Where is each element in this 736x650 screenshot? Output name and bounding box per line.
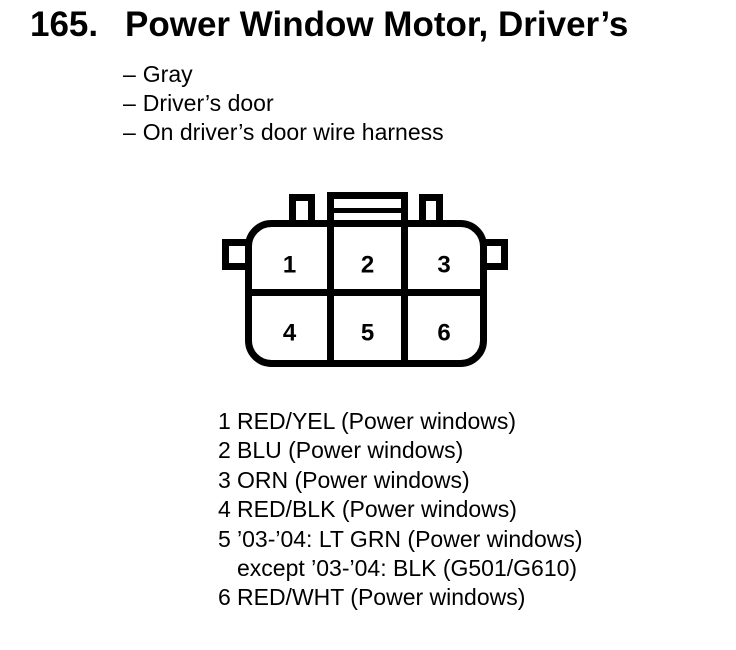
pin-5-label: 5 [361,320,374,347]
connector-top-tab-right [419,194,443,223]
legend-row-6: 6 RED/WHT (Power windows) [218,583,583,612]
pin-1-label: 1 [283,252,296,279]
dash-bullet: – [123,119,136,145]
pin-3-label: 3 [437,252,450,279]
legend-wire-description: RED/WHT (Power windows) [237,584,526,611]
legend-pin-number: 4 [218,496,231,523]
bullet-color: –Gray [123,60,444,89]
legend-wire-description: BLU (Power windows) [237,437,464,464]
legend-pin-number: 1 [218,408,231,434]
connector-diagram: 1 2 3 4 5 6 [222,192,508,367]
legend-pin-number: 3 [218,466,231,493]
pin-4-label: 4 [283,320,297,347]
connector-top-tab-left [289,194,315,223]
figure-title: Power Window Motor, Driver’s [125,5,629,44]
dash-bullet: – [123,61,136,87]
detail-bullets: –Gray –Driver’s door –On driver’s door w… [123,60,444,147]
legend-wire-description: ORN (Power windows) [237,466,470,493]
dash-bullet: – [123,90,136,116]
legend-wire-description: ’03-’04: LT GRN (Power windows) except ’… [237,525,583,582]
figure-number: 165. [30,5,99,44]
legend-pin-number: 5 [218,525,231,552]
legend-wire-description: RED/YEL (Power windows) [237,408,517,434]
legend-row-2: 2 BLU (Power windows) [218,436,583,465]
legend-pin-number: 6 [218,584,231,611]
bullet-text: On driver’s door wire harness [142,119,444,145]
pin-2-label: 2 [361,252,374,279]
pin-6-label: 6 [437,320,450,347]
pin-legend: 1 RED/YEL (Power windows) 2 BLU (Power w… [218,407,583,613]
legend-pin-number: 2 [218,437,231,464]
connector-wing-right [482,239,508,270]
bullet-text: Driver’s door [142,90,274,116]
page-title: 165. Power Window Motor, Driver’s [30,6,628,44]
legend-row-3: 3 ORN (Power windows) [218,466,583,495]
legend-row-5: 5 ’03-’04: LT GRN (Power windows) except… [218,525,583,584]
legend-row-1: 1 RED/YEL (Power windows) [218,407,583,436]
bullet-text: Gray [142,61,193,87]
bullet-location: –Driver’s door [123,89,444,118]
connector-wing-left [222,239,250,270]
bullet-harness: –On driver’s door wire harness [123,118,444,147]
legend-wire-description: RED/BLK (Power windows) [237,496,517,523]
legend-row-4: 4 RED/BLK (Power windows) [218,495,583,524]
